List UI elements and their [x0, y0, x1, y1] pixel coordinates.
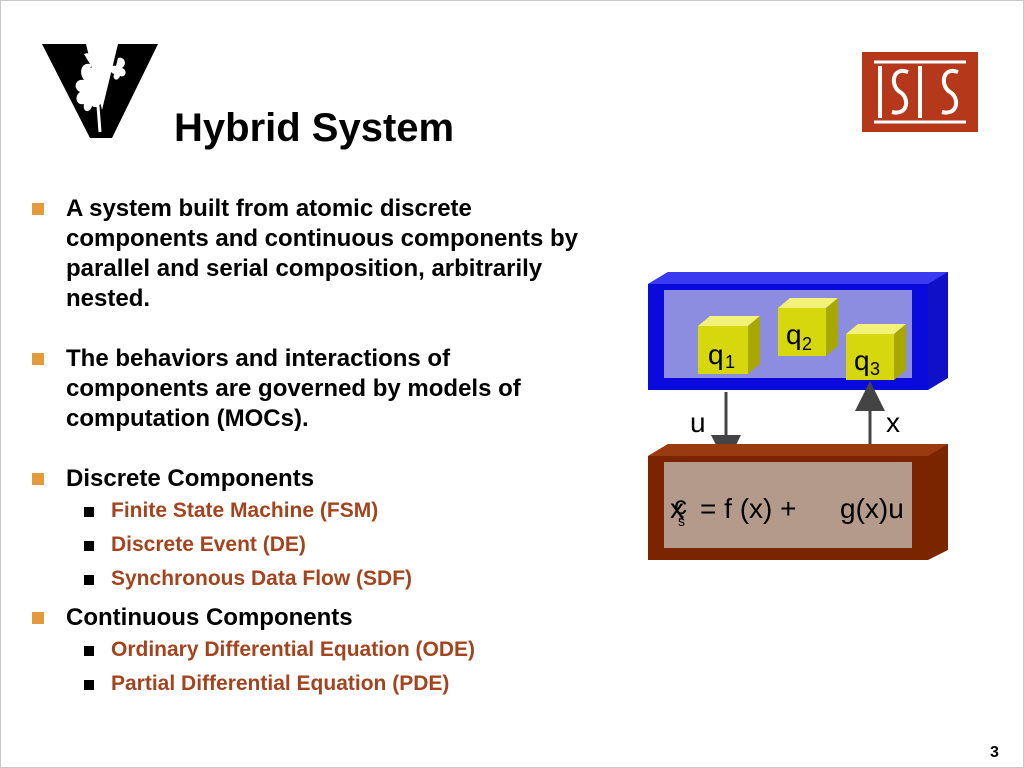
bullet-item: Discrete Components — [30, 464, 590, 494]
bullet-marker — [32, 473, 44, 485]
isis-logo — [862, 52, 978, 132]
bullet-marker — [32, 612, 44, 624]
equation-dot-glyph: ç — [674, 490, 687, 520]
vanderbilt-logo — [42, 44, 158, 138]
sub-bullet-item: Discrete Event (DE) — [30, 528, 590, 562]
hybrid-system-diagram: q 1 q 2 q 3 u x x ç s = f (x) + g(x)u — [648, 272, 948, 560]
bullet-text: Discrete Components — [66, 465, 315, 492]
slide-title: Hybrid System — [174, 106, 455, 150]
state-q3-subscript: 3 — [870, 359, 880, 379]
sub-bullet-marker — [84, 507, 94, 517]
bullet-item: Continuous Components — [30, 603, 590, 633]
sub-bullet-marker — [84, 646, 94, 656]
sub-bullet-item: Synchronous Data Flow (SDF) — [30, 562, 590, 596]
dynamics-equation: x ç s = f (x) + g(x)u — [670, 490, 904, 529]
bullet-marker — [32, 353, 44, 365]
bullet-list: A system built from atomic discrete comp… — [30, 194, 590, 701]
bullet-marker — [32, 203, 44, 215]
state-q1-subscript: 1 — [725, 352, 735, 372]
equation-rhs-g: g(x)u — [840, 493, 904, 524]
sub-bullet-item: Finite State Machine (FSM) — [30, 494, 590, 528]
sub-bullet-marker — [84, 575, 94, 585]
state-q3-cube: q 3 — [846, 324, 906, 380]
equation-lhs: x — [670, 493, 684, 524]
state-q2-subscript: 2 — [802, 334, 812, 354]
bullet-item: A system built from atomic discrete comp… — [30, 194, 590, 314]
sub-bullet-text: Synchronous Data Flow (SDF) — [111, 567, 413, 590]
equation-rhs-f: = f (x) + — [700, 493, 796, 524]
output-label-x: x — [886, 407, 900, 438]
sub-bullet-marker — [84, 541, 94, 551]
equation-lhs-subscript: s — [678, 513, 685, 529]
bullet-text: The behaviors and interactions of compon… — [66, 345, 521, 432]
state-q2-letter: q — [786, 319, 802, 350]
state-q2-cube: q 2 — [778, 298, 838, 356]
state-q1-cube: q 1 — [698, 316, 760, 374]
sub-bullet-marker — [84, 680, 94, 690]
sub-bullet-text: Ordinary Differential Equation (ODE) — [111, 638, 476, 661]
state-q1-letter: q — [708, 339, 724, 370]
state-q3-letter: q — [854, 345, 870, 376]
page-number: 3 — [990, 744, 999, 761]
bullet-text: A system built from atomic discrete comp… — [66, 195, 579, 312]
sub-bullet-text: Discrete Event (DE) — [111, 533, 306, 556]
input-label-u: u — [690, 407, 706, 438]
bullet-text: Continuous Components — [66, 604, 353, 631]
sub-bullet-text: Partial Differential Equation (PDE) — [111, 672, 450, 695]
bullet-item: The behaviors and interactions of compon… — [30, 344, 590, 434]
continuous-component-box — [648, 444, 948, 560]
sub-bullet-text: Finite State Machine (FSM) — [111, 499, 379, 522]
sub-bullet-item: Ordinary Differential Equation (ODE) — [30, 633, 590, 667]
sub-bullet-item: Partial Differential Equation (PDE) — [30, 667, 590, 701]
